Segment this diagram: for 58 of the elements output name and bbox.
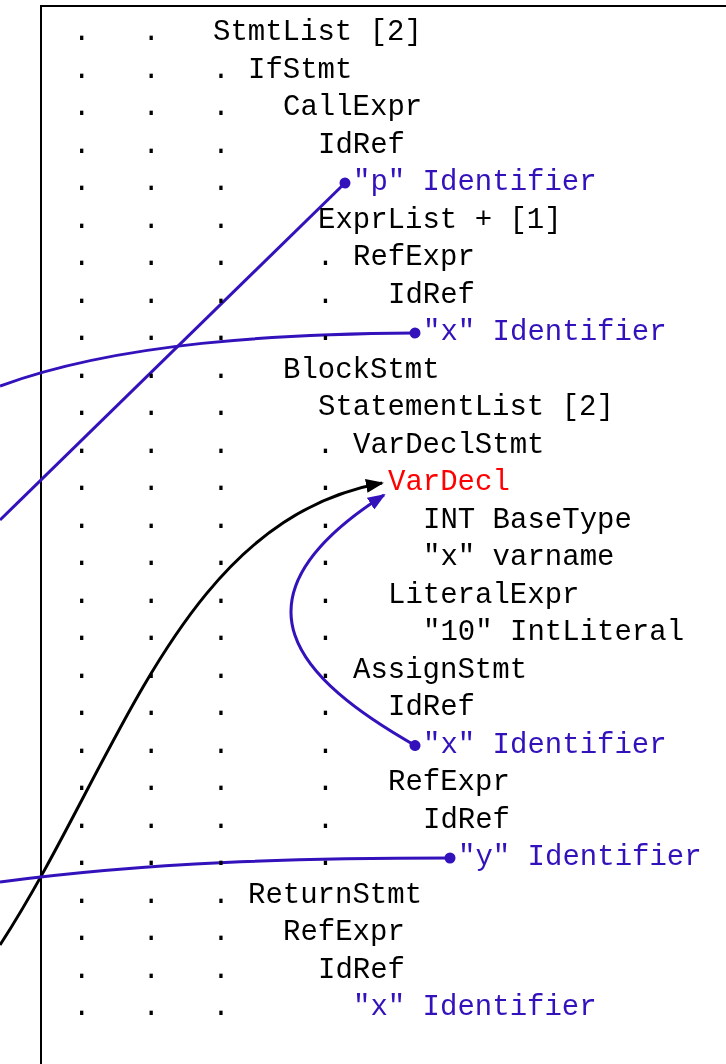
identifier-text: "p" Identifier bbox=[353, 167, 597, 199]
indent-dots: . . . . bbox=[73, 767, 335, 799]
indent-dots: . . . . bbox=[73, 242, 335, 274]
indent-dots: . . . bbox=[73, 879, 230, 912]
indent-dots: . . . . bbox=[73, 317, 335, 349]
tree-node-text: CallExpr bbox=[283, 92, 423, 124]
indent-dots: . . . . bbox=[73, 617, 335, 649]
tree-node-text: IfStmt bbox=[248, 54, 353, 87]
tree-node-text: VarDeclStmt bbox=[353, 429, 545, 462]
tree-node-text: RefExpr bbox=[283, 917, 405, 949]
tree-node-text: INT BaseType bbox=[423, 504, 632, 537]
tree-node-text: IdRef bbox=[388, 279, 475, 312]
indent-dots: . . . bbox=[73, 92, 230, 124]
tree-node-text: LiteralExpr bbox=[388, 579, 580, 612]
indent-dots: . . . . bbox=[73, 279, 335, 312]
indent-dots: . . . bbox=[73, 992, 230, 1024]
indent-dots: . . bbox=[73, 17, 160, 49]
indent-dots: . . . bbox=[73, 917, 230, 949]
tree-node-text: IdRef bbox=[388, 692, 475, 724]
identifier-text: "x" Identifier bbox=[423, 729, 667, 762]
tree-node-text: RefExpr bbox=[388, 767, 510, 799]
indent-dots: . . . . bbox=[73, 504, 335, 537]
tree-node-text: AssignStmt bbox=[353, 654, 528, 687]
identifier-text: "x" Identifier bbox=[423, 317, 667, 349]
indent-dots: . . . . bbox=[73, 429, 335, 462]
indent-dots: . . . bbox=[73, 54, 230, 87]
tree-node-text: "10" IntLiteral bbox=[423, 617, 685, 649]
tree-node-text: VarDecl bbox=[388, 467, 510, 499]
indent-dots: . . . bbox=[73, 354, 230, 387]
tree-node-text: "x" varname bbox=[423, 542, 615, 574]
indent-dots: . . . bbox=[73, 954, 230, 987]
indent-dots: . . . . bbox=[73, 842, 335, 874]
tree-node-text: ExprList + [1] bbox=[318, 204, 562, 237]
identifier-text: "x" Identifier bbox=[353, 992, 597, 1024]
tree-node-text: RefExpr bbox=[353, 242, 475, 274]
indent-dots: . . . . bbox=[73, 692, 335, 724]
reference-line bbox=[0, 177, 351, 522]
arrow bbox=[289, 493, 421, 751]
tree-node-text: IdRef bbox=[318, 129, 405, 162]
indent-dots: . . . . bbox=[73, 804, 335, 837]
tree-node-text: ReturnStmt bbox=[248, 879, 423, 912]
tree-node-text: StatementList [2] bbox=[318, 392, 614, 424]
indent-dots: . . . bbox=[73, 167, 230, 199]
tree-node-text: IdRef bbox=[423, 804, 510, 837]
tree-node-text: IdRef bbox=[318, 954, 405, 987]
identifier-text: "y" Identifier bbox=[458, 842, 702, 874]
reference-line bbox=[0, 852, 456, 884]
indent-dots: . . . bbox=[73, 204, 230, 237]
indent-dots: . . . . bbox=[73, 579, 335, 612]
indent-dots: . . . . bbox=[73, 467, 335, 499]
indent-dots: . . . . bbox=[73, 729, 335, 762]
tree-node-text: BlockStmt bbox=[283, 354, 440, 387]
indent-dots: . . . bbox=[73, 129, 230, 162]
reference-line bbox=[0, 327, 421, 388]
arrow bbox=[0, 480, 384, 946]
tree-node-text: StmtList [2] bbox=[213, 17, 422, 49]
indent-dots: . . . bbox=[73, 392, 230, 424]
indent-dots: . . . . bbox=[73, 542, 335, 574]
